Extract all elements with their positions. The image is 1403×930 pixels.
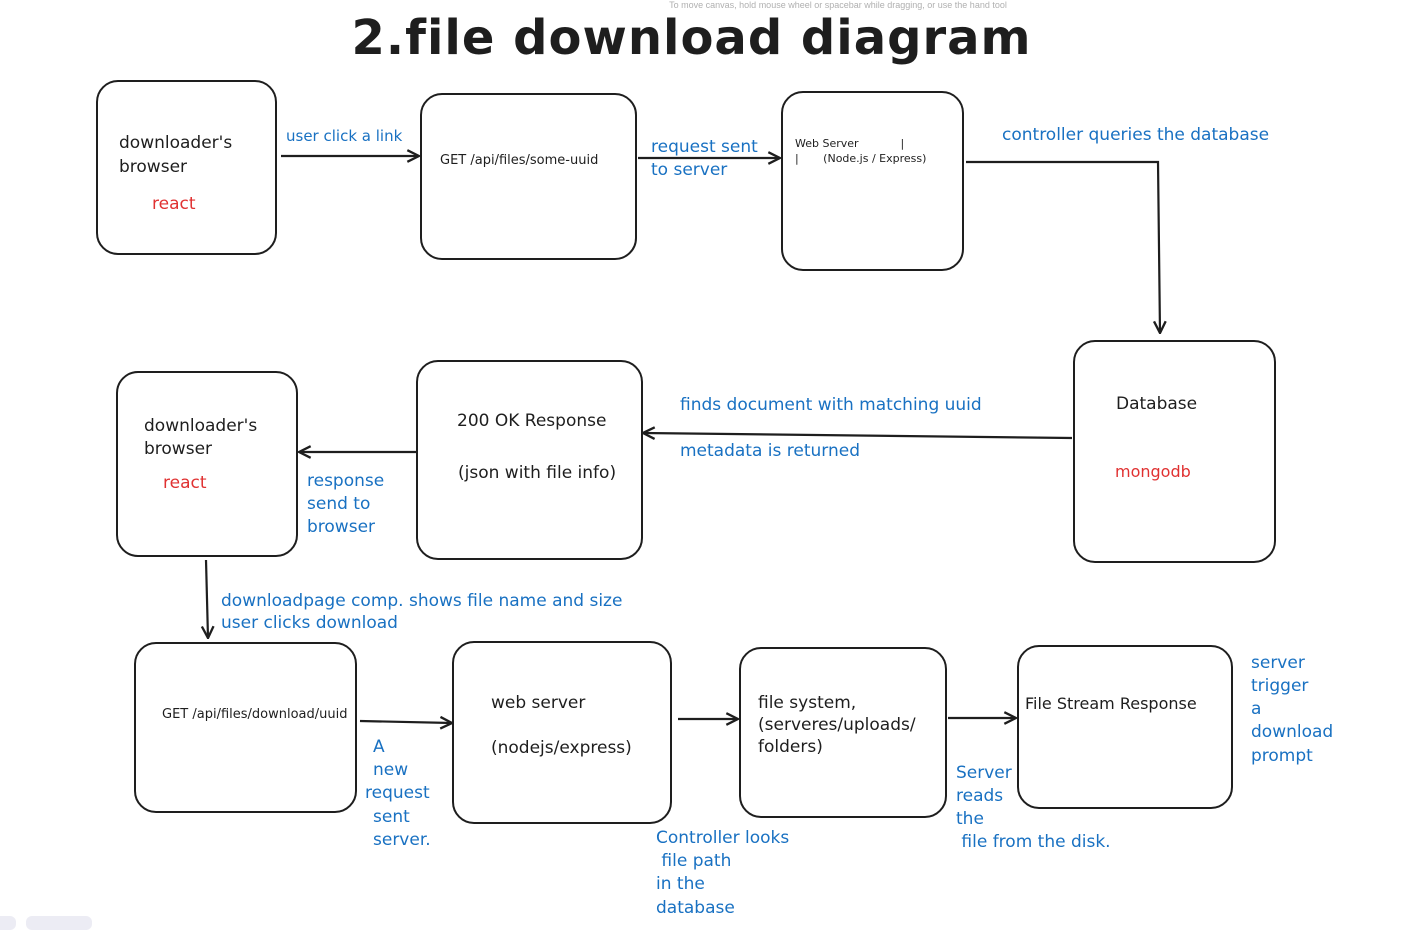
label-user-click: user click a link	[286, 127, 403, 145]
label-server-trigger-3: a	[1251, 699, 1262, 719]
file-system-box[interactable]	[739, 647, 947, 818]
web-server-2-label: web server	[491, 693, 586, 713]
browser-1-label-2: browser	[119, 157, 188, 177]
response-200-label-2: (json with file info)	[458, 463, 617, 483]
label-server-trigger-4: download	[1251, 722, 1334, 742]
label-request-sent-2: to server	[651, 160, 728, 180]
file-stream-box[interactable]	[1017, 645, 1233, 809]
database-label: Database	[1116, 394, 1198, 414]
label-downloadpage-2: user clicks download	[221, 613, 398, 633]
get-download-label: GET /api/files/download/uuid	[162, 707, 348, 722]
label-server-reads-3: the	[956, 809, 984, 829]
label-new-request-1: A	[373, 737, 385, 757]
browser-box-2[interactable]	[116, 371, 298, 557]
web-server-box-1[interactable]	[781, 91, 964, 271]
canvas-hint: To move canvas, hold mouse wheel or spac…	[669, 0, 1007, 10]
label-new-request-4: sent	[373, 807, 410, 827]
arrow-database-to-response	[643, 433, 1073, 438]
zoom-controls[interactable]	[0, 916, 16, 930]
label-controller-looks-1: Controller looks	[656, 828, 790, 848]
undo-redo-controls[interactable]	[26, 916, 92, 930]
file-system-label: file system,	[758, 693, 857, 713]
label-new-request-3: request	[365, 783, 430, 803]
browser-2-tech: react	[163, 473, 207, 493]
file-system-label-2: (serveres/uploads/	[758, 715, 916, 735]
get-request-label: GET /api/files/some-uuid	[440, 153, 599, 168]
arrow-server-to-database	[966, 160, 1160, 333]
label-controller-looks-2: file path	[656, 851, 732, 871]
arrow-browser-to-download	[206, 559, 208, 638]
label-new-request-2: new	[373, 760, 409, 780]
label-server-reads-4: file from the disk.	[956, 832, 1111, 852]
file-system-label-3: folders)	[758, 737, 823, 757]
web-server-1-label-2: | (Node.js / Express)	[795, 152, 927, 165]
browser-1-label: downloader's	[119, 133, 233, 153]
browser-1-tech: react	[152, 194, 196, 214]
web-server-1-label: Web Server |	[795, 137, 905, 150]
get-request-box[interactable]	[420, 93, 637, 260]
web-server-box-2[interactable]	[452, 641, 672, 824]
arrow-download-to-webserver	[359, 721, 452, 723]
label-response-send-3: browser	[307, 517, 376, 537]
label-request-sent-1: request sent	[651, 137, 758, 157]
response-200-box[interactable]	[416, 360, 643, 560]
label-new-request-5: server.	[373, 830, 431, 850]
browser-box-1[interactable]	[96, 80, 277, 255]
label-server-reads-2: reads	[956, 786, 1004, 806]
label-controller-looks-3: in the	[656, 874, 705, 894]
browser-2-label-2: browser	[144, 439, 213, 459]
label-finds-document: finds document with matching uuid	[680, 395, 982, 415]
browser-2-label: downloader's	[144, 416, 258, 436]
label-server-trigger-5: prompt	[1251, 746, 1313, 766]
database-box[interactable]	[1073, 340, 1276, 563]
label-server-trigger-2: trigger	[1251, 676, 1309, 696]
get-download-box[interactable]	[134, 642, 357, 813]
label-response-send-2: send to	[307, 494, 371, 514]
diagram-title: 2.file download diagram	[351, 10, 1032, 66]
file-stream-label: File Stream Response	[1025, 694, 1197, 713]
label-controller-looks-4: database	[656, 898, 735, 918]
label-controller-queries: controller queries the database	[1002, 125, 1270, 145]
web-server-2-label-2: (nodejs/express)	[491, 738, 632, 758]
response-200-label: 200 OK Response	[457, 411, 607, 431]
database-tech: mongodb	[1115, 462, 1191, 481]
label-metadata-returned: metadata is returned	[680, 441, 861, 461]
label-server-trigger-1: server	[1251, 653, 1305, 673]
label-downloadpage-1: downloadpage comp. shows file name and s…	[221, 591, 623, 611]
label-server-reads-1: Server	[956, 763, 1012, 783]
label-response-send-1: response	[307, 471, 385, 491]
